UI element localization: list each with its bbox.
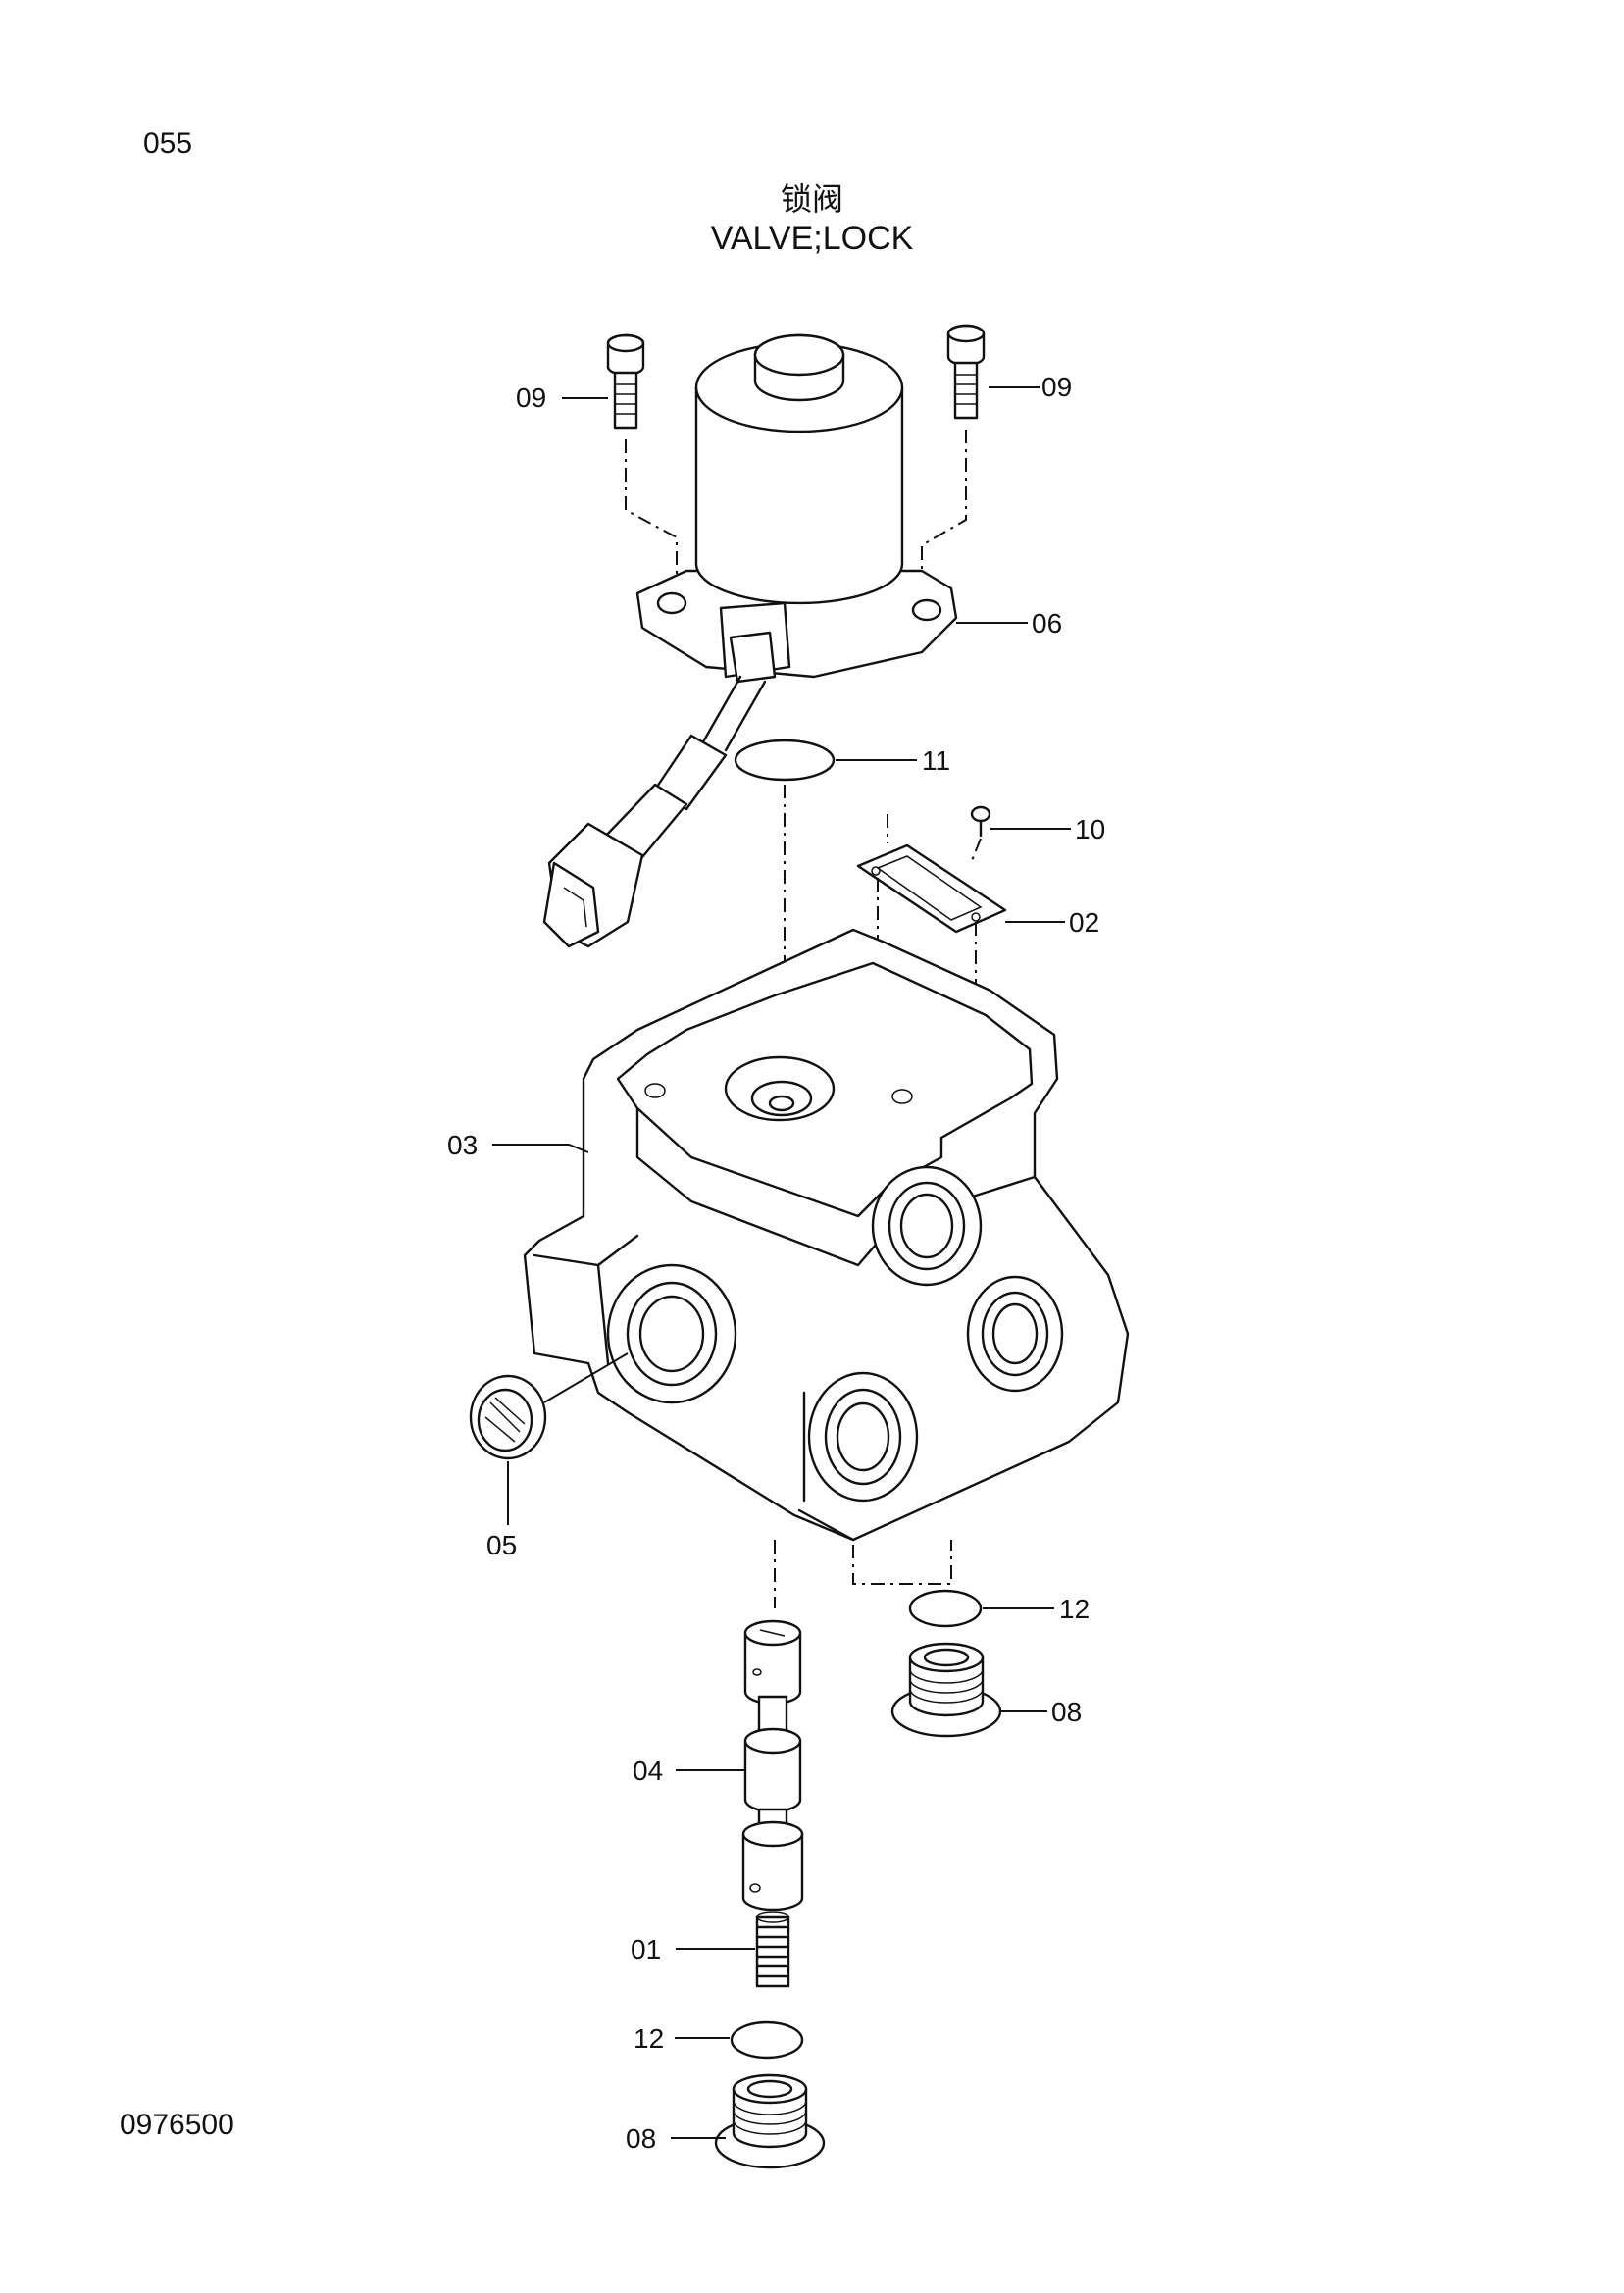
- callout-12-lower: 12: [634, 2023, 664, 2054]
- plug-05: [469, 1374, 547, 1460]
- o-ring-11: [734, 739, 836, 782]
- callout-09-right: 09: [1041, 372, 1072, 402]
- callout-06: 06: [1032, 608, 1062, 638]
- name-plate-02: [856, 843, 1007, 934]
- callout-11: 11: [922, 745, 950, 776]
- plug-08-upper: [890, 1642, 1002, 1738]
- callout-02: 02: [1069, 907, 1099, 938]
- title-english: VALVE;LOCK: [710, 220, 914, 257]
- callout-10: 10: [1075, 814, 1105, 844]
- bolt-09-right: [946, 324, 986, 420]
- callout-05: 05: [486, 1530, 517, 1560]
- rivet-10: [970, 805, 991, 838]
- callout-12-upper: 12: [1059, 1594, 1090, 1624]
- callout-08-upper: 08: [1051, 1697, 1082, 1727]
- valve-body-03: [523, 928, 1130, 1542]
- plug-08-lower: [714, 2073, 826, 2169]
- solenoid-06: [635, 333, 958, 684]
- spring-01: [755, 1911, 790, 1988]
- callout-04: 04: [633, 1756, 663, 1786]
- o-ring-12-upper: [908, 1589, 983, 1628]
- o-ring-12-lower: [730, 2020, 804, 2060]
- page-number: 055: [143, 127, 193, 160]
- callout-03: 03: [447, 1130, 478, 1160]
- spool-04: [741, 1619, 804, 1911]
- callout-01: 01: [631, 1934, 661, 1964]
- callout-09-left: 09: [516, 382, 546, 413]
- connector-cable: [542, 675, 767, 948]
- title-chinese: 锁阀: [780, 180, 843, 218]
- callout-08-lower: 08: [626, 2123, 656, 2154]
- bolt-09-left: [606, 333, 645, 430]
- document-code: 0976500: [120, 2109, 234, 2141]
